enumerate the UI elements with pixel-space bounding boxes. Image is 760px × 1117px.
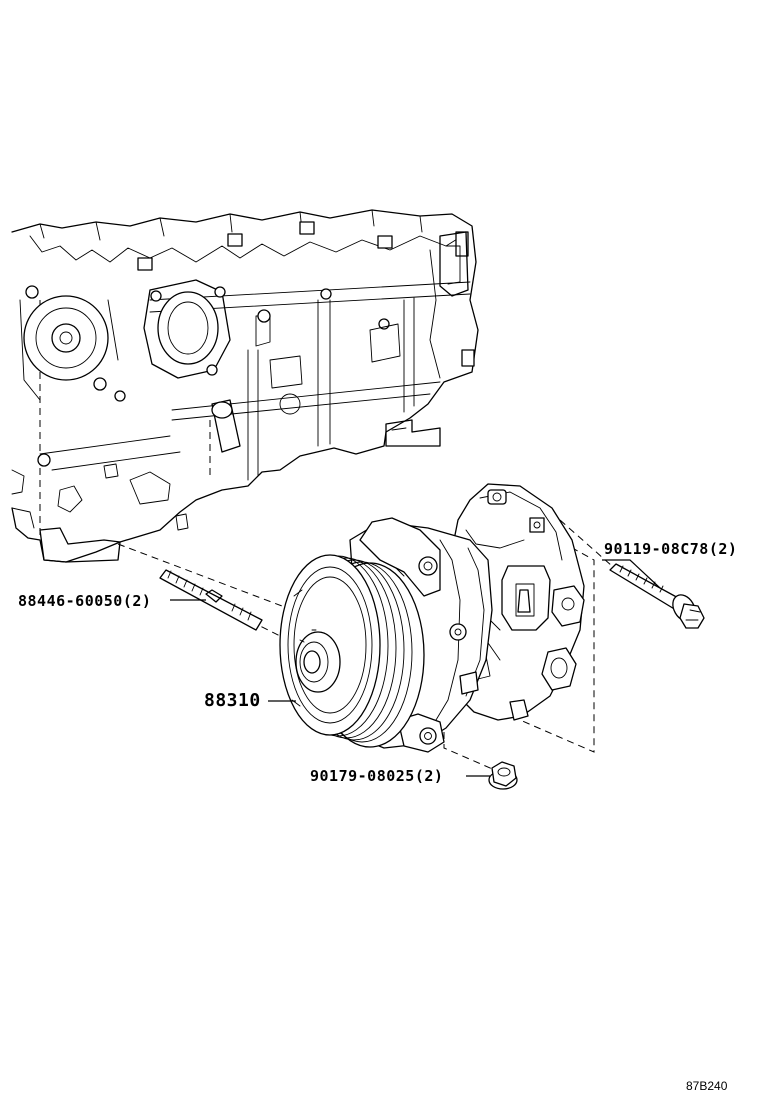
part-number: 88446-60050 bbox=[18, 592, 123, 610]
part-qty: (2) bbox=[122, 592, 152, 610]
part-number: 90119-08C78 bbox=[604, 540, 709, 558]
part-label-88310[interactable]: 88310 bbox=[204, 690, 261, 711]
ac-compressor bbox=[279, 483, 585, 753]
flange-bolt bbox=[609, 563, 705, 629]
leader-lines bbox=[170, 559, 661, 777]
engine-block bbox=[11, 209, 479, 563]
stud-bolt bbox=[159, 569, 263, 631]
part-number: 90179-08025 bbox=[310, 767, 415, 785]
part-label-90119-08c78[interactable]: 90119-08C78(2) bbox=[604, 540, 737, 558]
part-qty: (2) bbox=[414, 767, 444, 785]
part-label-90179-08025[interactable]: 90179-08025(2) bbox=[310, 767, 443, 785]
flange-nut bbox=[488, 761, 518, 790]
part-number: 88310 bbox=[204, 690, 261, 711]
part-qty: (2) bbox=[708, 540, 738, 558]
part-label-88446-60050[interactable]: 88446-60050(2) bbox=[18, 592, 151, 610]
figure-code: 87B240 bbox=[686, 1079, 728, 1093]
